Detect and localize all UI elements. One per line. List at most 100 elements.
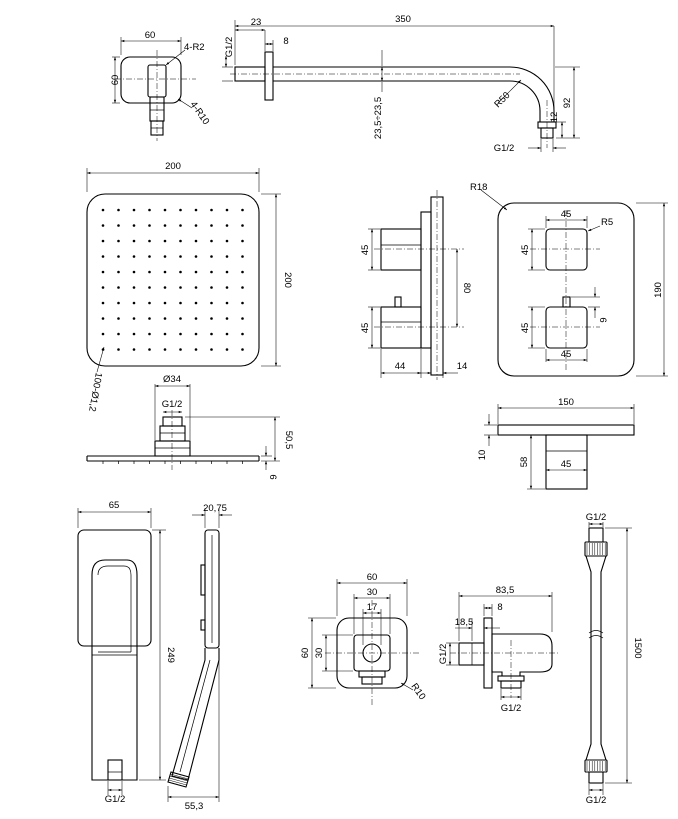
arm-bend-radius-label: R50 <box>492 90 512 110</box>
nozzle-dot <box>163 348 167 351</box>
nozzle-dot <box>132 239 136 243</box>
nozzle-dot <box>194 224 198 227</box>
nozzle-dot <box>132 286 136 289</box>
nozzle-dot <box>241 348 244 351</box>
nozzle-dot <box>148 208 151 212</box>
thread-hatch-line <box>167 781 187 788</box>
nozzle-dot <box>163 224 167 227</box>
nozzle-dot <box>132 301 136 305</box>
nozzle-dot <box>194 239 198 243</box>
nozzle-dot <box>241 270 244 274</box>
nozzle-dot <box>194 332 198 336</box>
handshower-thread-hatch <box>167 771 190 788</box>
nozzle-dot <box>132 208 136 212</box>
outlet-thread-bottom-label: G1/2 <box>501 703 522 714</box>
outlet-depth-label: 83,5 <box>496 585 515 596</box>
arm-flange-height-label: 60 <box>110 75 121 86</box>
handshower-depth-label: 20,75 <box>203 503 227 514</box>
nozzle-dot <box>148 224 151 227</box>
arm-flange-width-label: 60 <box>145 30 156 41</box>
head-thickness-label: 6 <box>267 474 278 479</box>
nozzle-dot <box>210 208 213 212</box>
valve-plate-depth-label: 14 <box>457 361 468 372</box>
arm-tolerance-label: 23,5÷23,5 <box>373 97 384 139</box>
nozzle-dot <box>179 224 182 227</box>
handshower-width-label: 65 <box>109 500 120 511</box>
thread-hatch-line <box>170 771 190 778</box>
handshower-tilt-label: 55,3 <box>185 801 204 812</box>
valve-knob-projection-label: 58 <box>519 457 530 468</box>
handshower-thread-label: G1/2 <box>105 794 126 805</box>
nozzle-dot <box>163 255 167 258</box>
hose-view: G1/2 1500 G1/2 <box>584 512 643 806</box>
nozzle-dot <box>117 301 120 305</box>
side-nozzle-ticks <box>102 461 243 464</box>
nozzle-dot <box>179 317 182 320</box>
nozzle-dot <box>225 348 229 351</box>
arm-dim-8-label: 8 <box>283 36 288 47</box>
nozzle-dot <box>210 286 213 289</box>
handshower-side-view: 20,75 55,3 <box>167 503 232 812</box>
outlet-width-label: 60 <box>367 572 378 583</box>
nozzle-dot <box>117 208 120 212</box>
nozzle-dot <box>148 348 151 351</box>
nozzle-dot <box>132 255 136 258</box>
arm-flange-front-view: 60 60 4-R2 4-R10 <box>110 30 211 141</box>
valve-plate-thickness-label: 10 <box>477 450 488 461</box>
valve-knob-bottom-width-label: 45 <box>561 349 572 360</box>
nozzle-dot <box>179 208 182 212</box>
nozzle-dot <box>225 270 229 274</box>
nozzle-dot <box>225 317 229 320</box>
nozzle-dot <box>132 270 136 274</box>
head-height-label: 200 <box>282 272 293 288</box>
nozzle-dot <box>194 286 198 289</box>
nozzle-dot <box>225 224 229 227</box>
valve-knob-spacing-label: 80 <box>461 283 472 294</box>
nozzle-dot <box>210 239 213 243</box>
nozzle-dot <box>225 286 229 289</box>
nozzle-dot <box>148 301 151 305</box>
nozzle-dot <box>179 255 182 258</box>
nozzle-dot <box>132 224 136 227</box>
nozzle-dot <box>241 239 244 243</box>
nozzle-dot <box>117 317 120 320</box>
arm-dim-12-label: 12 <box>549 112 560 123</box>
nozzle-dot <box>179 286 182 289</box>
nozzle-dot <box>117 348 120 351</box>
nozzle-grid <box>101 208 244 351</box>
nozzle-dot <box>148 332 151 336</box>
nozzle-dot <box>194 255 198 258</box>
outlet-dim-185-label: 18,5 <box>455 617 474 628</box>
nozzle-dot <box>148 255 151 258</box>
arm-dim-350-label: 350 <box>395 14 411 25</box>
arm-side-view: 23 350 G1/2 8 23,5÷23,5 R50 12 92 <box>222 14 580 154</box>
nozzle-dot <box>101 208 105 212</box>
valve-plate-corner-label: R18 <box>470 182 487 193</box>
valve-knob-top-width-label: 45 <box>561 209 572 220</box>
nozzle-dot <box>101 317 105 320</box>
shower-head-top-view: 200 200 100-Ø1,2 <box>86 161 293 412</box>
nozzle-dot <box>163 332 167 336</box>
nozzle-dot <box>225 208 229 212</box>
valve-stem-height-label: 6 <box>597 317 608 322</box>
valve-knob-side-width-label: 45 <box>561 459 572 470</box>
thread-hatch-line <box>169 775 188 782</box>
nozzle-dot <box>101 270 105 274</box>
nozzle-dot <box>148 286 151 289</box>
nozzle-dot <box>210 255 213 258</box>
nozzle-dot <box>210 224 213 227</box>
valve-front-view: R18 45 R5 45 45 6 45 190 <box>470 182 668 377</box>
nozzle-dot <box>117 224 120 227</box>
nozzle-dot <box>179 332 182 336</box>
hose-thread-bottom-label: G1/2 <box>586 795 607 806</box>
nozzle-dot <box>210 317 213 320</box>
hose-length-label: 1500 <box>632 637 643 658</box>
nozzle-dot <box>117 270 120 274</box>
valve-knob-top-height-label: 45 <box>360 245 371 256</box>
valve-side-view: 45 45 80 44 14 <box>360 190 472 380</box>
head-nozzle-count-label: 100-Ø1,2 <box>86 371 104 412</box>
nozzle-dot <box>241 332 244 336</box>
hose-knurl-top <box>586 543 606 555</box>
head-connector-diameter-label: Ø34 <box>163 374 181 385</box>
nozzle-dot <box>163 239 167 243</box>
